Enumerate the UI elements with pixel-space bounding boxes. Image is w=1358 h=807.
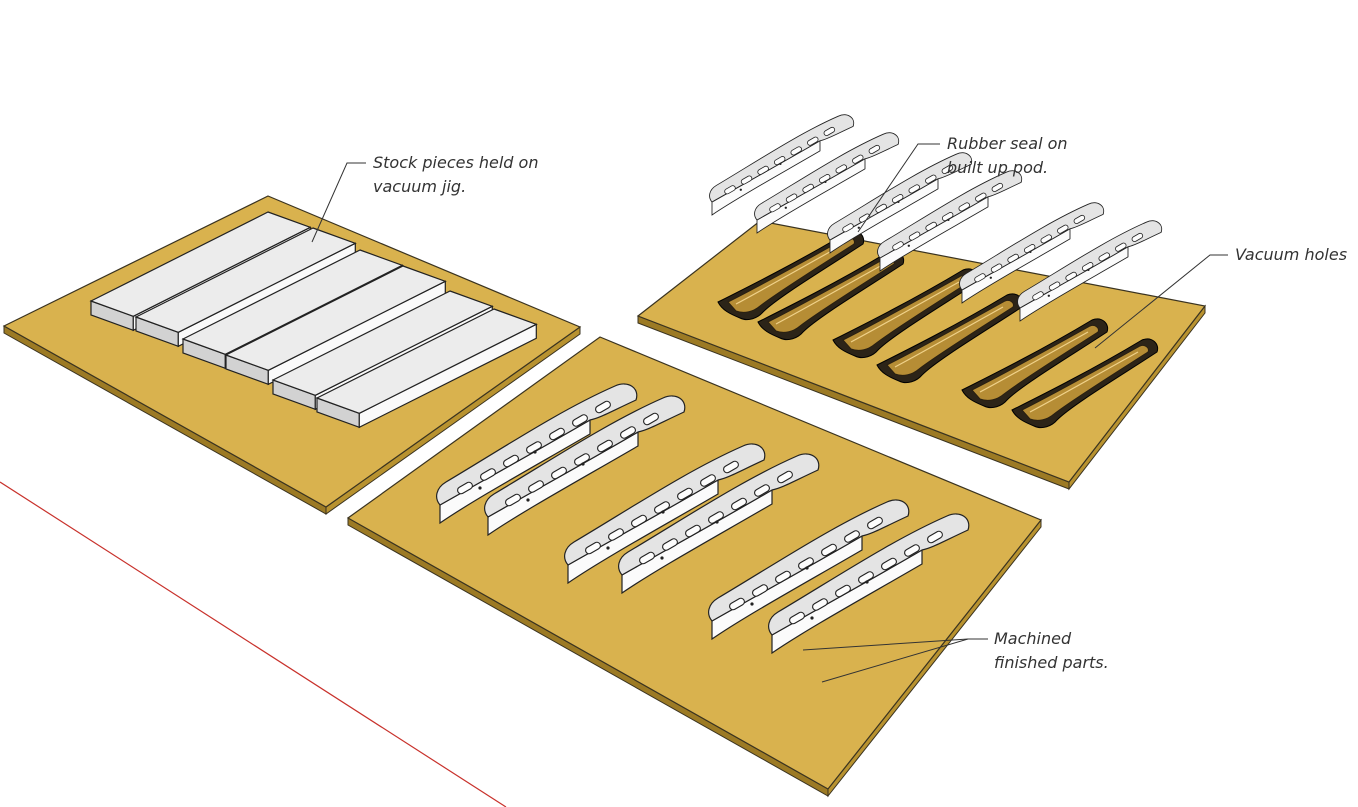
leader-machined-b [802, 638, 969, 651]
machined-part [618, 453, 820, 595]
machined-part [827, 152, 973, 254]
machined-parts-lower [436, 383, 970, 655]
machined-parts-upper [709, 114, 1163, 322]
rubber-seal-pod [832, 268, 980, 359]
machined-part [484, 395, 686, 537]
callout-machined-line2: finished parts. [994, 653, 1109, 672]
callout-rubber-line1: Rubber seal on [947, 134, 1068, 153]
rubber-seal-pod [876, 293, 1024, 384]
machined-part [564, 443, 766, 585]
machined-part [959, 202, 1105, 304]
stock-blank [315, 308, 538, 429]
leader-rubber [857, 143, 940, 233]
rubber-seal-pods [717, 230, 1159, 429]
callout-machined-line1: Machined [994, 629, 1072, 648]
callout-rubber-line2: built up pod. [947, 158, 1049, 177]
stock-blanks [89, 211, 538, 429]
callout-rubber-seal: Rubber seal on built up pod. [947, 132, 1068, 180]
machined-part [1017, 220, 1163, 322]
callout-vacuum-holes: Vacuum holes [1235, 243, 1347, 267]
rubber-seal-pod [961, 318, 1109, 409]
callout-machined-parts: Machined finished parts. [994, 627, 1109, 675]
callout-stock-line2: vacuum jig. [373, 177, 467, 196]
machined-part [436, 383, 638, 525]
callout-stock-pieces: Stock pieces held on vacuum jig. [373, 151, 538, 199]
callout-vacuum-line1: Vacuum holes [1235, 245, 1348, 264]
rubber-seal-pod [1011, 338, 1159, 429]
machined-part [754, 132, 900, 234]
stock-blank [224, 265, 447, 386]
rubber-seal-pod [717, 230, 865, 321]
machined-part [877, 170, 1023, 272]
machined-part [708, 499, 910, 641]
machined-part [768, 513, 970, 655]
red-axis-line [0, 481, 507, 807]
rubber-seal-pod [757, 250, 905, 341]
callout-stock-line1: Stock pieces held on [373, 153, 539, 172]
leader-stock [311, 162, 366, 243]
machined-part [709, 114, 855, 216]
leader-vacuum [1094, 254, 1228, 349]
